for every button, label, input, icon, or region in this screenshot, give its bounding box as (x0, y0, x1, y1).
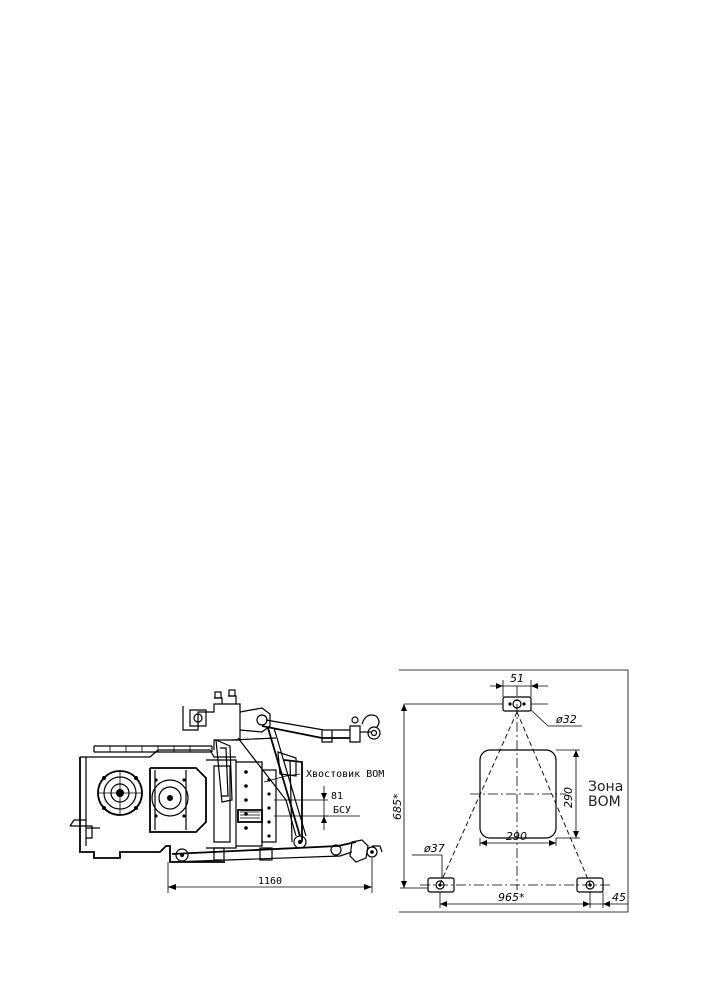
bsu-label: БСУ (333, 805, 351, 816)
dim-685-label: 685* (391, 793, 404, 820)
dim-290-vertical-label: 290 (562, 787, 575, 808)
housing-outline (79, 757, 225, 863)
hitch-rear-view: 51 ø32 290 Зона ВОМ 290 685* (391, 669, 629, 913)
pto-shank (237, 809, 263, 823)
upper-hitch-point (502, 696, 548, 712)
rear-linkage-side-view: 81 БСУ Хвостовик ВОМ 1160 (69, 689, 384, 893)
pto-gear-hub (149, 767, 207, 833)
pto-zone-label-line2: ВОМ (588, 794, 621, 810)
dim-51-label: 51 (510, 672, 524, 685)
dim-1160-label: 1160 (258, 876, 282, 887)
upper-bracket (182, 703, 241, 750)
dim-81-label: 81 (331, 791, 343, 802)
top-link-bracket (239, 707, 271, 733)
dim-d37-label: ø37 (423, 842, 445, 855)
dimension-1160 (167, 858, 373, 893)
pto-shank-callout: Хвостовик ВОМ (306, 769, 384, 780)
final-drive-hub (97, 770, 143, 816)
dim-d32-label: ø32 (555, 713, 577, 726)
pto-zone-label-line1: Зона (588, 779, 623, 795)
pto-housing-plate (236, 761, 263, 847)
dim-965-label: 965* (498, 891, 525, 904)
dimension-81 (274, 786, 328, 830)
lift-cylinder (215, 739, 233, 803)
hitch-triangle (439, 711, 591, 885)
dim-45-label: 45 (612, 891, 626, 904)
dim-290-horizontal-label: 290 (506, 830, 527, 843)
lift-rod-left (267, 727, 301, 837)
